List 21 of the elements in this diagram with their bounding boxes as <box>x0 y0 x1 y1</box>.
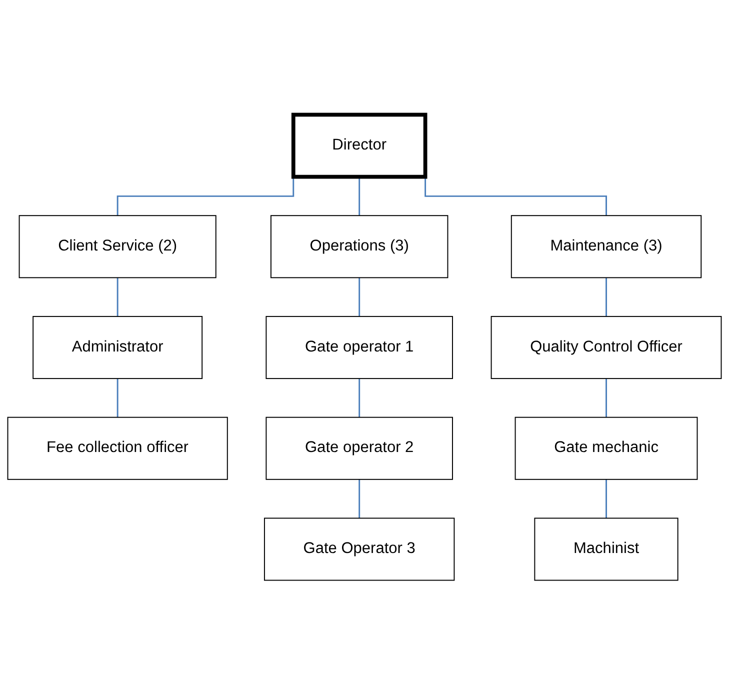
node-box: Administrator <box>32 316 203 380</box>
connector <box>358 479 360 519</box>
node-box: Gate Operator 3 <box>264 518 455 581</box>
node-box: Gate mechanic <box>514 416 698 480</box>
connector <box>116 278 118 318</box>
node-box: Gate operator 1 <box>266 316 453 380</box>
connector <box>116 378 118 418</box>
connector <box>606 278 607 318</box>
node-box: Fee collection officer <box>7 416 228 480</box>
node-box: Client Service (2) <box>18 215 216 278</box>
connector <box>358 378 360 418</box>
node-box: Machinist <box>534 518 678 581</box>
node-box: Operations (3) <box>270 215 448 278</box>
connector <box>358 278 360 318</box>
node-box: Quality Control Officer <box>490 316 722 380</box>
node-box: Maintenance (3) <box>510 215 702 278</box>
connector <box>606 378 607 418</box>
connector <box>606 479 607 519</box>
connector <box>358 176 360 216</box>
node-box: Gate operator 2 <box>266 416 453 480</box>
node-box: Director <box>291 112 428 179</box>
